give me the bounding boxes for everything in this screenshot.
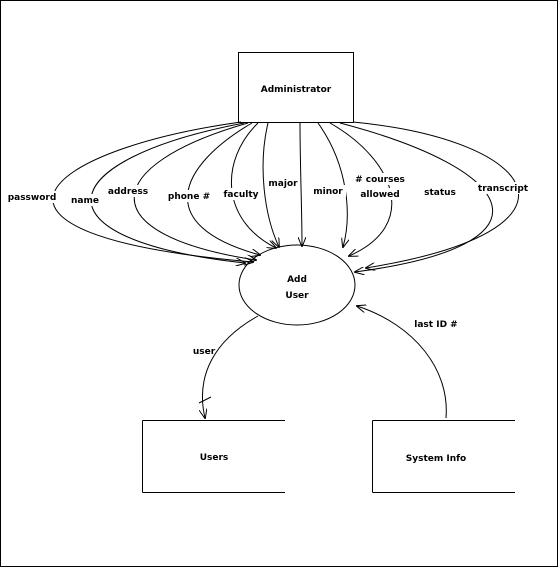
- process-label-line1: Add: [287, 275, 307, 285]
- label-transcript: transcript: [478, 184, 529, 194]
- label-phone: phone #: [168, 192, 210, 202]
- users-store-label: Users: [200, 453, 229, 463]
- add-user-process: [238, 244, 356, 326]
- flow-last-id: [357, 306, 447, 419]
- label-name: name: [71, 196, 99, 206]
- label-courses-line1: # courses: [355, 175, 405, 185]
- label-last-id: last ID #: [414, 320, 457, 330]
- flow-user-tick: [198, 396, 212, 404]
- process-label-line2: User: [285, 291, 309, 301]
- label-password: password: [8, 193, 57, 203]
- flow-minor: [300, 122, 302, 246]
- system-info-store: System Info: [372, 420, 515, 493]
- flow-transcript: [339, 122, 494, 272]
- users-store: Users: [142, 420, 285, 493]
- label-status: status: [424, 188, 456, 198]
- label-user: user: [193, 347, 216, 357]
- administrator-box: [238, 52, 354, 123]
- flow-user: [202, 315, 259, 418]
- flow-major: [262, 122, 279, 247]
- flow-address: [133, 122, 256, 260]
- label-major: major: [268, 179, 298, 189]
- flow-labels: password name address phone # faculty ma…: [5, 173, 531, 206]
- label-courses-line2: allowed: [360, 190, 399, 200]
- label-minor: minor: [313, 187, 343, 197]
- administrator-label: Administrator: [261, 85, 332, 95]
- label-faculty: faculty: [224, 190, 259, 200]
- system-info-store-label: System Info: [406, 454, 466, 464]
- label-address: address: [108, 187, 148, 197]
